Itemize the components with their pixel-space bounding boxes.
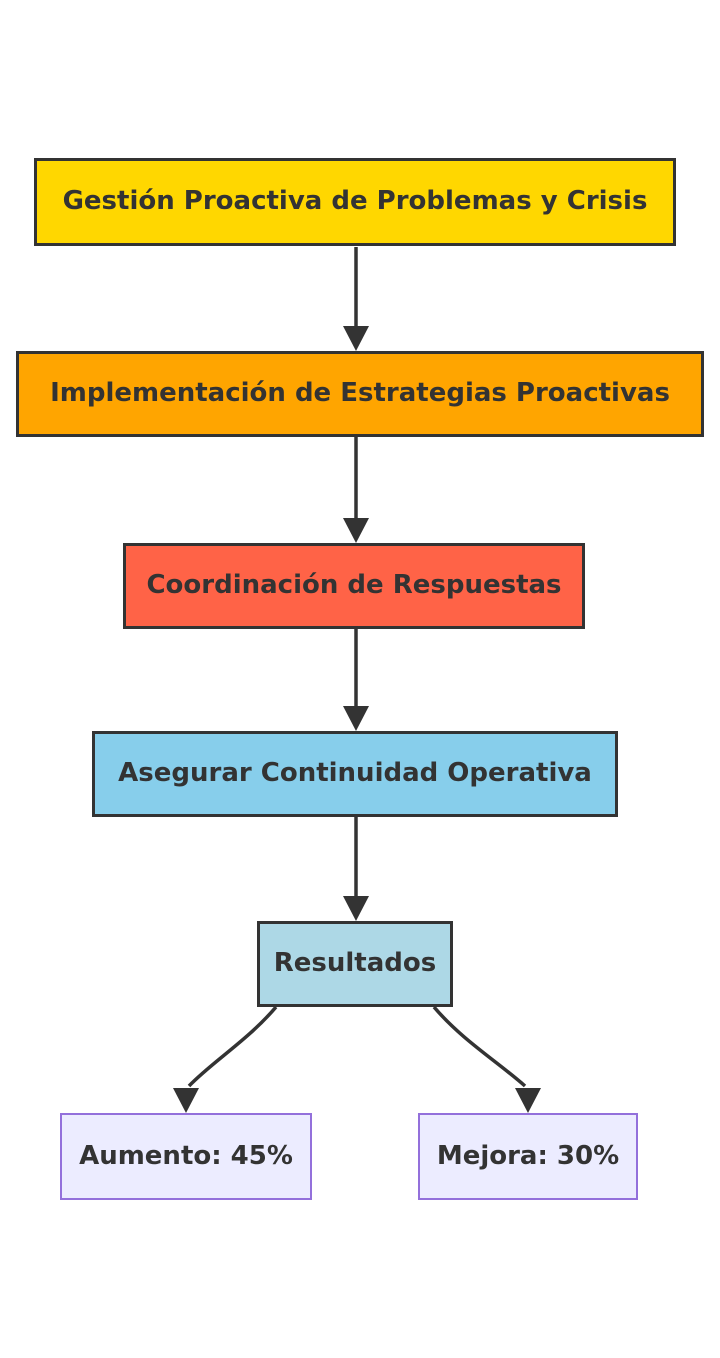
node-mejora-30: Mejora: 30% (418, 1113, 638, 1200)
node-aumento-45-label: Aumento: 45% (79, 1140, 293, 1171)
arrowhead-icon (343, 518, 369, 543)
node-implementacion-estrategias: Implementación de Estrategias Proactivas (16, 351, 704, 437)
node-gestion-proactiva: Gestión Proactiva de Problemas y Crisis (34, 158, 676, 246)
edge-resultados-mejora (432, 1005, 527, 1088)
node-coordinacion-respuestas: Coordinación de Respuestas (123, 543, 585, 629)
node-coordinacion-respuestas-label: Coordinación de Respuestas (146, 570, 562, 601)
node-asegurar-continuidad: Asegurar Continuidad Operativa (92, 731, 618, 817)
node-implementacion-estrategias-label: Implementación de Estrategias Proactivas (50, 378, 670, 409)
arrowhead-icon (343, 706, 369, 731)
arrowhead-icon (343, 326, 369, 351)
node-resultados: Resultados (257, 921, 453, 1007)
arrowhead-icon (515, 1088, 541, 1113)
node-aumento-45: Aumento: 45% (60, 1113, 312, 1200)
node-resultados-label: Resultados (273, 948, 437, 979)
arrowhead-icon (343, 896, 369, 921)
node-mejora-30-label: Mejora: 30% (436, 1140, 620, 1171)
node-gestion-proactiva-label: Gestión Proactiva de Problemas y Crisis (62, 186, 648, 217)
edge-resultados-aumento (187, 1005, 278, 1088)
arrowhead-icon (173, 1088, 199, 1113)
node-asegurar-continuidad-label: Asegurar Continuidad Operativa (118, 758, 592, 789)
